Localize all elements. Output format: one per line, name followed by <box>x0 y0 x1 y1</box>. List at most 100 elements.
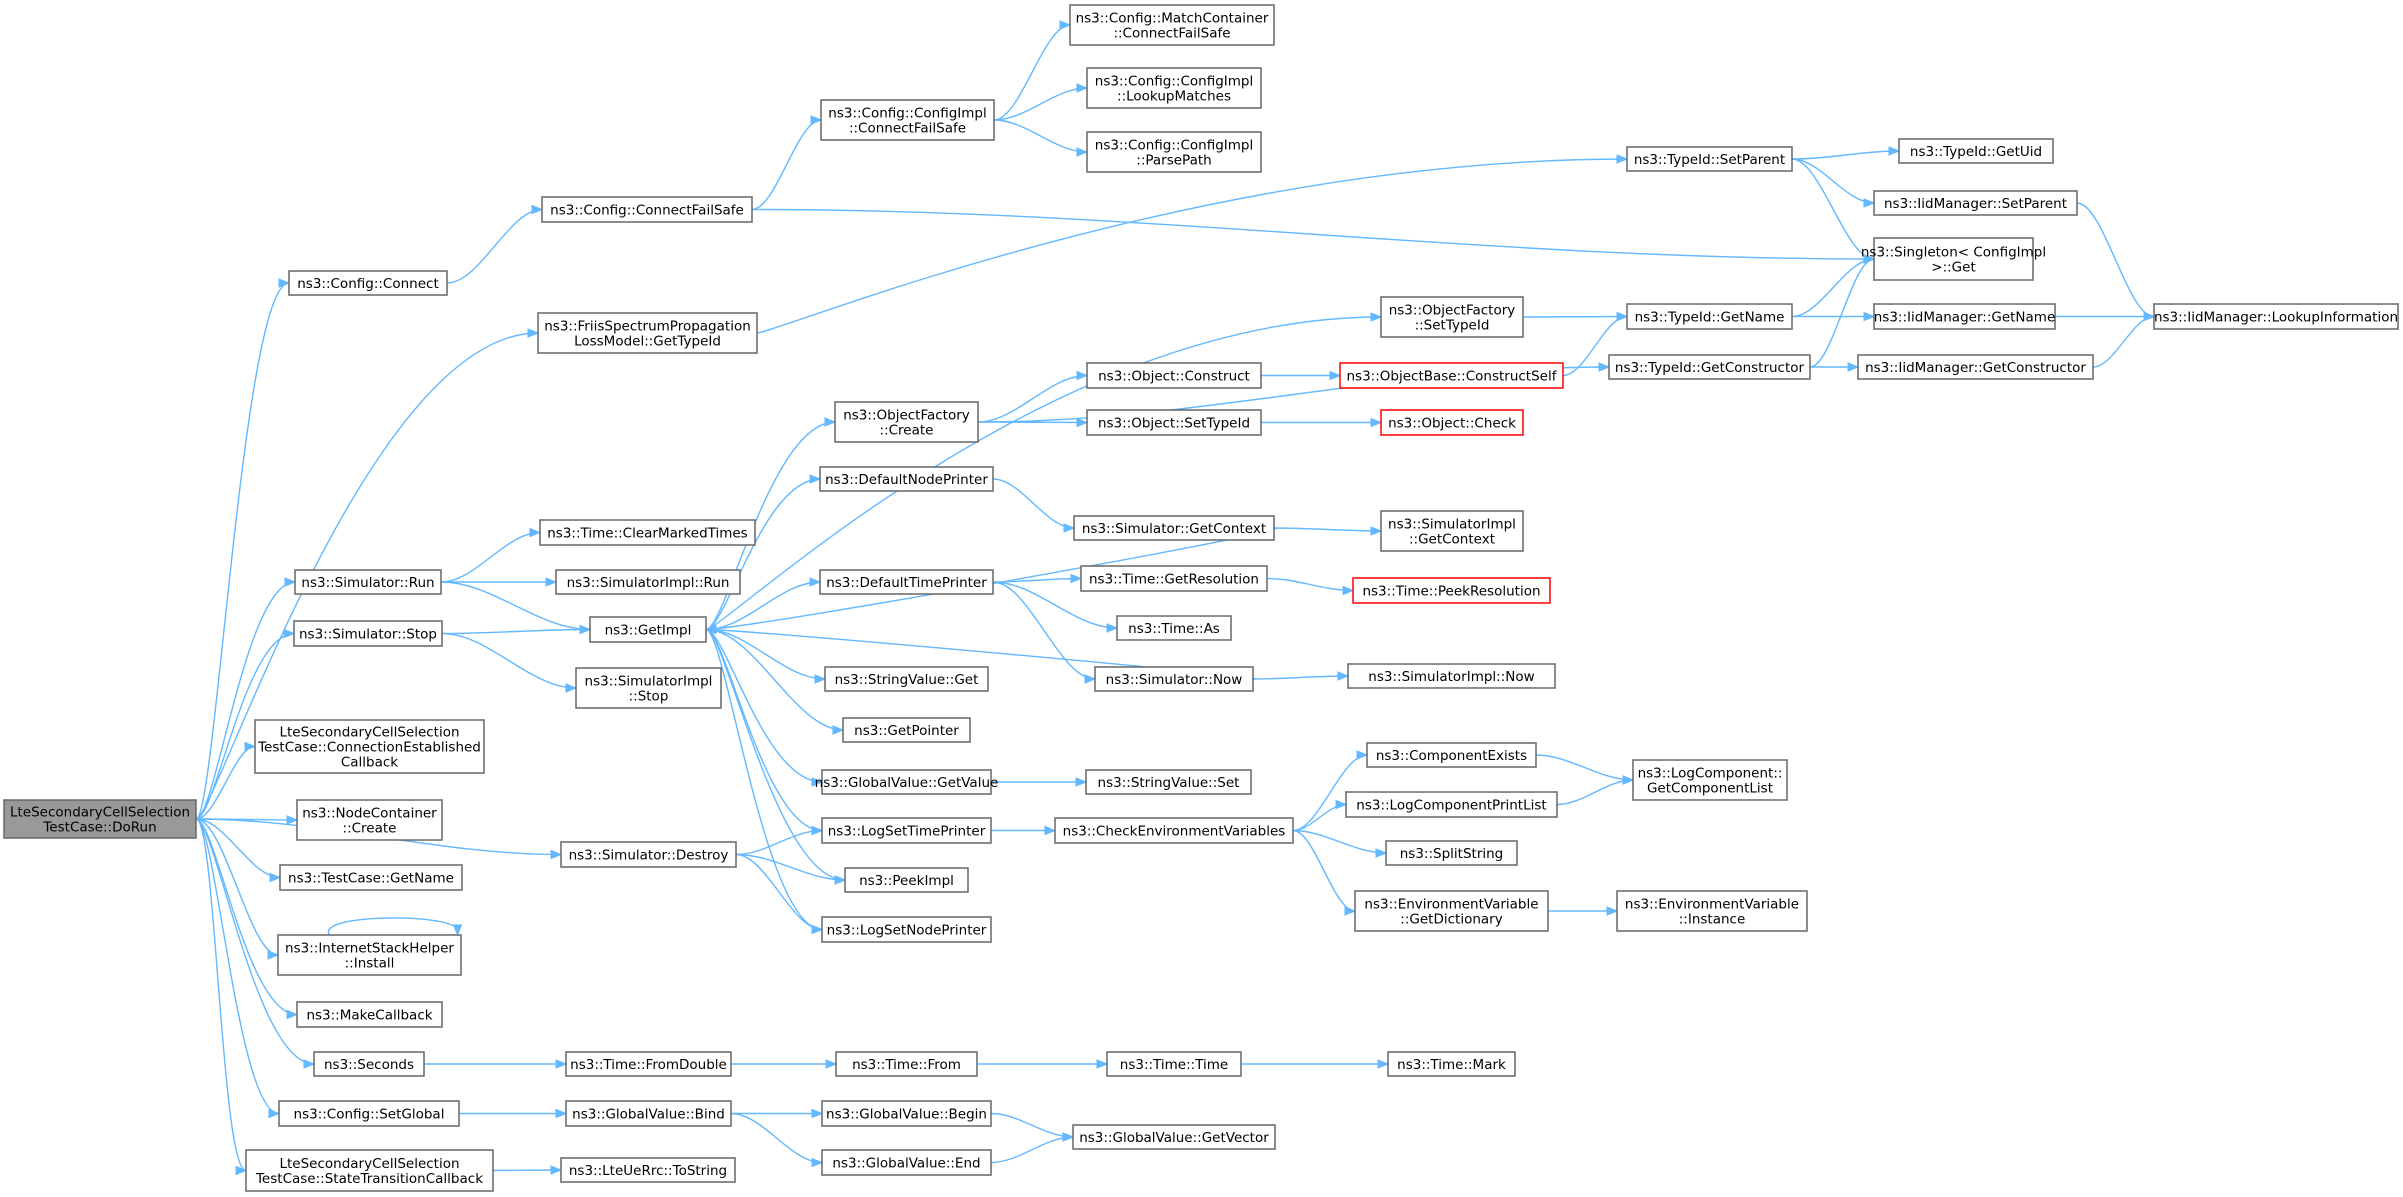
node-split-string[interactable]: ns3::SplitString <box>1385 840 1518 866</box>
node-sim-destroy[interactable]: ns3::Simulator::Destroy <box>560 841 737 868</box>
node-gv-get-value[interactable]: ns3::GlobalValue::GetValue <box>815 769 999 795</box>
node-time-get-res[interactable]: ns3::Time::GetResolution <box>1080 565 1268 592</box>
node-tc-get-name[interactable]: ns3::TestCase::GetName <box>279 864 463 891</box>
node-make-callback[interactable]: ns3::MakeCallback <box>296 1001 443 1028</box>
node-get-pointer[interactable]: ns3::GetPointer <box>842 717 971 743</box>
node-cfg-set-global[interactable]: ns3::Config::SetGlobal <box>278 1100 460 1127</box>
node-seconds[interactable]: ns3::Seconds <box>313 1051 425 1077</box>
node-ish-install[interactable]: ns3::InternetStackHelper::Install <box>277 934 462 976</box>
node-time-as[interactable]: ns3::Time::As <box>1116 615 1232 641</box>
edge-arrowhead <box>1356 750 1369 760</box>
node-box <box>1086 362 1262 389</box>
node-sim-run[interactable]: ns3::Simulator::Run <box>294 569 442 595</box>
edge-arrowhead <box>235 1165 248 1176</box>
node-time-time[interactable]: ns3::Time::Time <box>1106 1051 1242 1077</box>
node-cfg-connect[interactable]: ns3::Config::Connect <box>288 270 448 296</box>
edge-arrowhead <box>1370 417 1383 428</box>
node-peek-impl[interactable]: ns3::PeekImpl <box>844 867 969 893</box>
node-iid-get-ctor[interactable]: ns3::IidManager::GetConstructor <box>1857 354 2094 380</box>
node-time-peek-res[interactable]: ns3::Time::PeekResolution <box>1352 577 1551 604</box>
edge-sim-destroy-to-log-set-node <box>735 853 823 931</box>
node-box <box>842 717 971 743</box>
node-impl-parse[interactable]: ns3::Config::ConfigImpl::ParsePath <box>1086 131 1262 173</box>
node-iid-set-parent[interactable]: ns3::IidManager::SetParent <box>1873 190 2078 216</box>
node-of-set-type-id[interactable]: ns3::ObjectFactory::SetTypeId <box>1380 296 1524 338</box>
node-iid-get-name[interactable]: ns3::IidManager::GetName <box>1873 303 2056 330</box>
node-check-env[interactable]: ns3::CheckEnvironmentVariables <box>1054 817 1294 844</box>
node-state-trans[interactable]: LteSecondaryCellSelectionTestCase::State… <box>245 1149 494 1192</box>
node-time-from[interactable]: ns3::Time::From <box>835 1051 978 1077</box>
node-obj-check[interactable]: ns3::Object::Check <box>1380 409 1524 436</box>
node-label: ns3::LogSetTimePrinter <box>828 824 986 840</box>
node-mc-cfs[interactable]: ns3::Config::MatchContainer::ConnectFail… <box>1069 4 1275 46</box>
node-box <box>1352 577 1551 604</box>
edge-get-impl-to-peek-impl <box>705 628 846 881</box>
node-tid-get-uid[interactable]: ns3::TypeId::GetUid <box>1898 138 2054 164</box>
node-env-instance[interactable]: ns3::EnvironmentVariable::Instance <box>1616 890 1808 932</box>
node-label: ns3::ObjectFactory <box>843 408 970 424</box>
node-obj-set-type-id[interactable]: ns3::Object::SetTypeId <box>1086 409 1262 436</box>
node-sim-impl-stop[interactable]: ns3::SimulatorImpl::Stop <box>575 667 722 709</box>
node-gv-bind[interactable]: ns3::GlobalValue::Bind <box>565 1100 732 1127</box>
node-log-set-node[interactable]: ns3::LogSetNodePrinter <box>821 916 992 943</box>
node-label: >::Get <box>1931 260 1975 276</box>
node-label: ns3::ComponentExists <box>1376 748 1527 764</box>
node-sim-get-context[interactable]: ns3::Simulator::GetContext <box>1073 515 1275 541</box>
node-conn-est[interactable]: LteSecondaryCellSelectionTestCase::Conne… <box>254 719 485 774</box>
node-log-set-time[interactable]: ns3::LogSetTimePrinter <box>821 817 992 844</box>
edge-cfg-cfs-to-impl-cfs <box>751 119 822 211</box>
edge-iid-get-ctor-to-iid-lookup <box>2092 315 2155 368</box>
node-label: ns3::LteUeRrc::ToString <box>569 1163 727 1179</box>
edge-arrowhead <box>284 577 297 587</box>
node-time-mark[interactable]: ns3::Time::Mark <box>1387 1051 1516 1077</box>
node-time-clear[interactable]: ns3::Time::ClearMarkedTimes <box>539 519 756 546</box>
node-obj-construct[interactable]: ns3::Object::Construct <box>1086 362 1262 389</box>
node-str-val-set[interactable]: ns3::StringValue::Set <box>1085 769 1252 795</box>
node-def-node-printer[interactable]: ns3::DefaultNodePrinter <box>819 466 994 492</box>
node-label: ns3::CheckEnvironmentVariables <box>1063 824 1286 840</box>
edge-sim-stop-to-get-impl <box>441 628 591 635</box>
node-impl-lookup[interactable]: ns3::Config::ConfigImpl::LookupMatches <box>1086 67 1262 109</box>
edge-comp-exists-to-lc-get-list <box>1535 754 1634 781</box>
node-label: ns3::Time::Mark <box>1397 1057 1506 1073</box>
node-str-val-get[interactable]: ns3::StringValue::Get <box>824 666 989 692</box>
node-tid-get-ctor[interactable]: ns3::TypeId::GetConstructor <box>1608 354 1811 380</box>
node-lc-get-list[interactable]: ns3::LogComponent::GetComponentList <box>1632 759 1788 801</box>
node-impl-cfs[interactable]: ns3::Config::ConfigImpl::ConnectFailSafe <box>820 99 995 141</box>
node-sim-now[interactable]: ns3::Simulator::Now <box>1094 666 1254 692</box>
node-sim-impl-get-context[interactable]: ns3::SimulatorImpl::GetContext <box>1380 510 1524 552</box>
node-nc-create[interactable]: ns3::NodeContainer::Create <box>296 799 443 841</box>
node-box <box>539 519 756 546</box>
node-sim-stop[interactable]: ns3::Simulator::Stop <box>293 620 443 647</box>
node-def-time-printer[interactable]: ns3::DefaultTimePrinter <box>819 569 994 595</box>
node-box <box>1085 769 1252 795</box>
edge-arrowhead <box>1375 848 1388 858</box>
node-singleton[interactable]: ns3::Singleton< ConfigImpl >::Get <box>1861 237 2046 281</box>
node-sim-impl-now[interactable]: ns3::SimulatorImpl::Now <box>1347 663 1556 689</box>
node-of-create[interactable]: ns3::ObjectFactory::Create <box>834 401 979 443</box>
node-tid-get-name[interactable]: ns3::TypeId::GetName <box>1626 303 1793 330</box>
node-time-from-double[interactable]: ns3::Time::FromDouble <box>565 1051 732 1077</box>
node-gv-begin[interactable]: ns3::GlobalValue::Begin <box>821 1100 992 1127</box>
node-gv-end[interactable]: ns3::GlobalValue::End <box>821 1149 992 1176</box>
node-lte-to-string[interactable]: ns3::LteUeRrc::ToString <box>560 1157 736 1183</box>
node-env-get-dict[interactable]: ns3::EnvironmentVariable::GetDictionary <box>1354 890 1549 932</box>
edge-arrowhead <box>824 417 837 427</box>
node-friis[interactable]: ns3::FriisSpectrumPropagationLossModel::… <box>537 312 758 354</box>
node-gv-get-vector[interactable]: ns3::GlobalValue::GetVector <box>1072 1124 1276 1150</box>
node-iid-lookup[interactable]: ns3::IidManager::LookupInformation <box>2153 303 2399 330</box>
node-lc-print-list[interactable]: ns3::LogComponentPrintList <box>1345 791 1558 818</box>
node-tid-set-parent[interactable]: ns3::TypeId::SetParent <box>1626 146 1793 172</box>
node-comp-exists[interactable]: ns3::ComponentExists <box>1366 742 1537 768</box>
node-box <box>1073 515 1275 541</box>
node-ob-construct-self[interactable]: ns3::ObjectBase::ConstructSelf <box>1339 362 1564 389</box>
node-get-impl[interactable]: ns3::GetImpl <box>589 616 707 643</box>
edge-arrowhead <box>1598 362 1611 372</box>
node-label: LossModel::GetTypeId <box>574 334 721 350</box>
node-sim-impl-run[interactable]: ns3::SimulatorImpl::Run <box>555 569 741 595</box>
node-label: LteSecondaryCellSelection <box>279 1156 459 1172</box>
node-box <box>1387 1051 1516 1077</box>
node-cfg-cfs[interactable]: ns3::Config::ConnectFailSafe <box>541 196 753 223</box>
edge-cfg-cfs-to-singleton <box>751 208 1875 260</box>
